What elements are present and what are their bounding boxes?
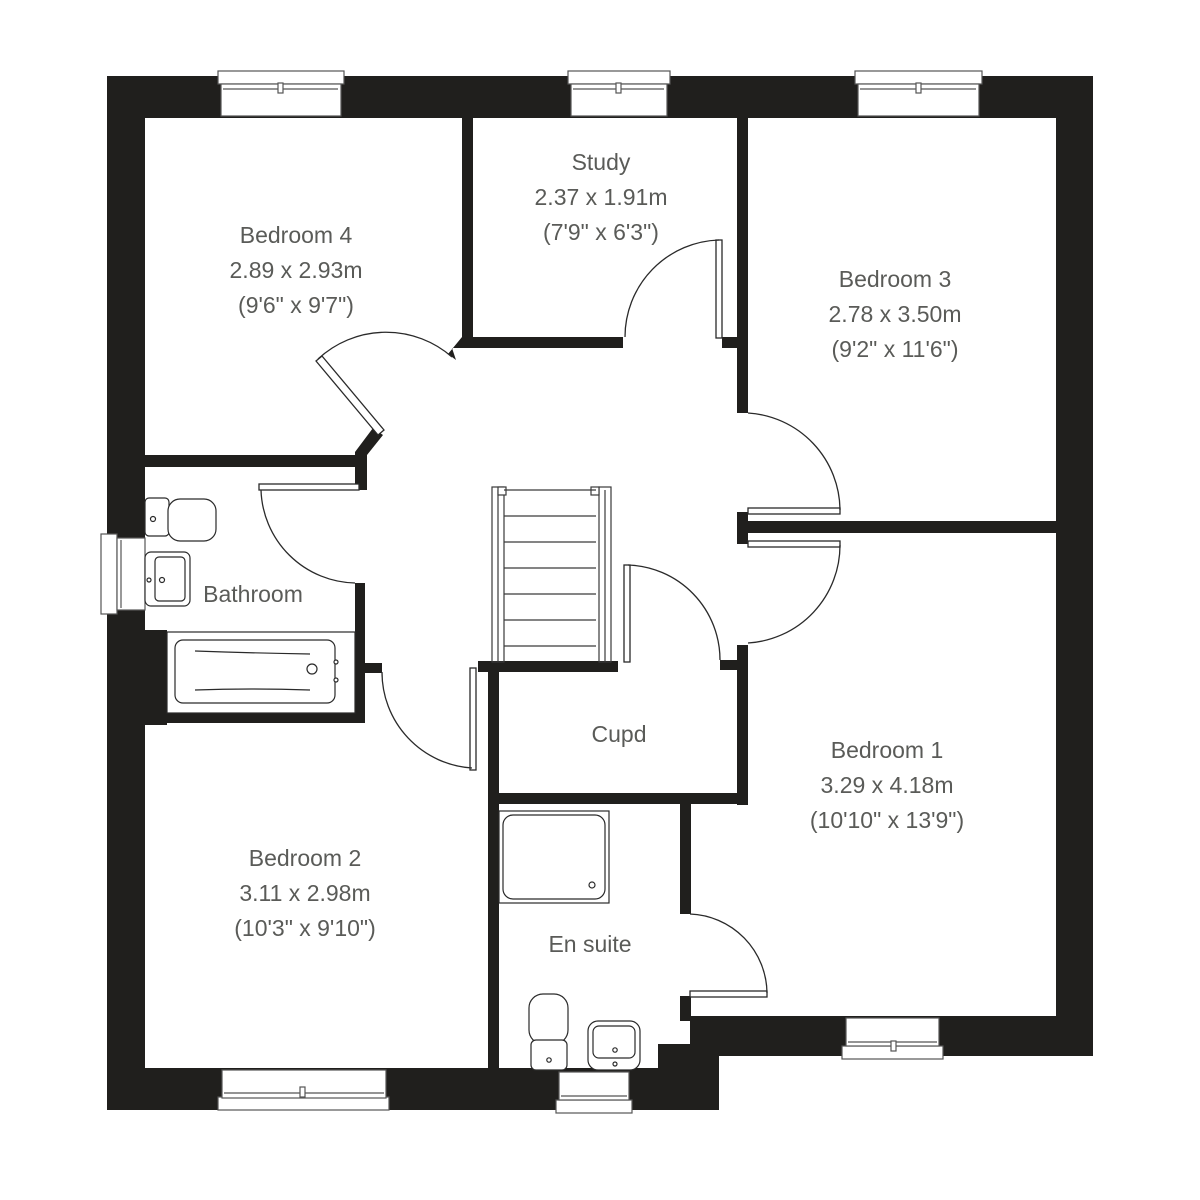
- room-name: Study: [571, 149, 631, 175]
- room-metric: 2.37 x 1.91m: [534, 184, 668, 210]
- door-bathroom: [258, 483, 360, 584]
- staircase: [491, 486, 612, 663]
- door-bedroom-2: [381, 667, 477, 771]
- bathroom-fixtures: [144, 497, 356, 714]
- room-label-bedroom-2: Bedroom 2 3.11 x 2.98m (10'3" x 9'10"): [234, 841, 375, 946]
- room-imperial: (7'9" x 6'3"): [543, 219, 659, 245]
- window-study: [567, 70, 671, 117]
- room-name: Bathroom: [203, 581, 303, 607]
- window-bedroom-2: [217, 1069, 390, 1111]
- room-metric: 2.89 x 2.93m: [229, 257, 363, 283]
- room-label-cupd: Cupd: [592, 717, 647, 752]
- room-label-bathroom: Bathroom: [203, 577, 303, 612]
- window-bedroom-3: [854, 70, 983, 117]
- room-metric: 3.29 x 4.18m: [820, 772, 954, 798]
- interior-walls: [145, 116, 1058, 1069]
- room-label-bedroom-4: Bedroom 4 2.89 x 2.93m (9'6" x 9'7"): [230, 218, 363, 323]
- room-metric: 3.11 x 2.98m: [239, 880, 371, 906]
- room-imperial: (10'10" x 13'9"): [809, 807, 965, 833]
- room-imperial: (10'3" x 9'10"): [234, 915, 376, 941]
- room-name: Bedroom 3: [838, 266, 952, 292]
- en-suite-basin: [587, 1020, 641, 1071]
- room-label-bedroom-1: Bedroom 1 3.29 x 4.18m (10'10" x 13'9"): [810, 733, 964, 838]
- door-cupd: [623, 564, 721, 663]
- windows: [100, 70, 983, 1114]
- room-metric: 2.78 x 3.50m: [828, 301, 962, 327]
- window-bedroom-1: [841, 1017, 944, 1060]
- door-bedroom-3: [747, 412, 841, 515]
- door-bedroom-4: [315, 331, 453, 436]
- room-imperial: (9'6" x 9'7"): [238, 292, 354, 318]
- bathroom-basin: [144, 551, 191, 607]
- bathroom-toilet: [144, 497, 217, 542]
- window-en-suite: [555, 1071, 633, 1114]
- door-bedroom-1: [747, 540, 841, 644]
- room-name: Cupd: [591, 721, 647, 747]
- shower-tray: [498, 810, 610, 904]
- room-name: En suite: [548, 931, 632, 957]
- room-label-study: Study 2.37 x 1.91m (7'9" x 6'3"): [535, 145, 668, 250]
- door-en-suite: [689, 913, 768, 998]
- doors: [258, 239, 841, 998]
- en-suite-toilet: [528, 993, 569, 1071]
- window-bathroom: [100, 533, 146, 615]
- room-name: Bedroom 2: [248, 845, 362, 871]
- bathroom-bathtub: [166, 631, 356, 714]
- room-imperial: (9'2" x 11'6"): [831, 336, 959, 362]
- room-name: Bedroom 4: [239, 222, 353, 248]
- window-bedroom-4: [217, 70, 345, 117]
- room-name: Bedroom 1: [830, 737, 944, 763]
- door-study: [624, 239, 723, 339]
- en-suite-fixtures: [498, 810, 641, 1071]
- room-label-bedroom-3: Bedroom 3 2.78 x 3.50m (9'2" x 11'6"): [829, 262, 962, 367]
- room-label-en-suite: En suite: [548, 927, 631, 962]
